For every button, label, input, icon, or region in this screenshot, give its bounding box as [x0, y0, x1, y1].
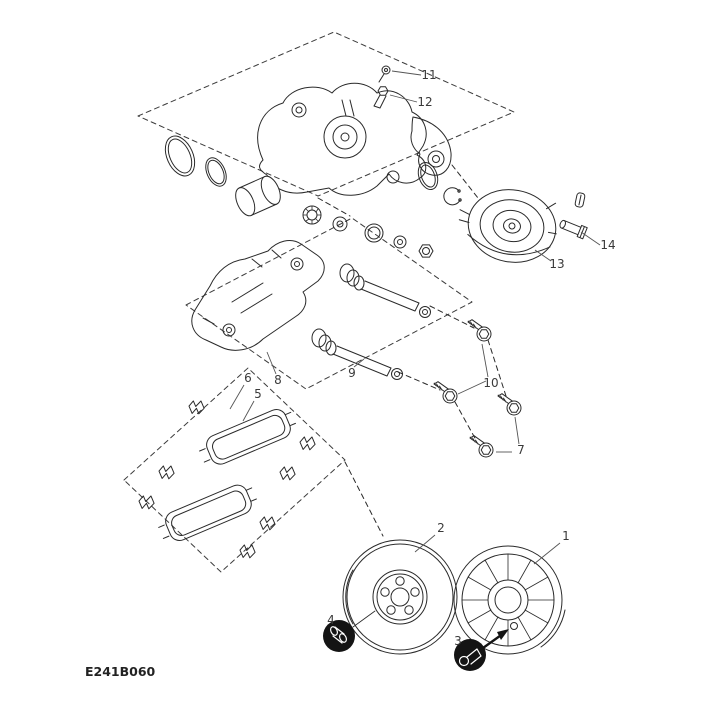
brake-pad-set-lower: [158, 484, 257, 541]
callout-leader-14: [580, 231, 601, 246]
piston-seal-ring-large: [164, 135, 196, 177]
callout-number-14: 14: [600, 238, 615, 252]
carrier-bracket: [191, 240, 325, 351]
snap-ring: [443, 187, 462, 206]
callout-number-7: 7: [517, 443, 525, 457]
callout-leader-6: [229, 384, 245, 410]
callout-number-6: 6: [244, 371, 252, 385]
callout-number-11: 11: [421, 68, 436, 82]
detail-overlays: [323, 620, 509, 671]
pointer-arrow-head: [497, 629, 509, 640]
callout-leader-7: [514, 416, 520, 445]
callout-number-5: 5: [254, 387, 262, 401]
callout-number-9: 9: [348, 366, 356, 380]
detail-bubble-3: [454, 629, 509, 671]
kit-box-pads: [123, 367, 346, 573]
callout-leader-11: [391, 70, 422, 76]
shield-bolt-glyph: [458, 648, 482, 667]
callout-number-8: 8: [274, 373, 282, 387]
guide-pin-lower: [311, 328, 403, 380]
callout-leader-10: [457, 380, 487, 395]
callout-leader-2: [414, 534, 436, 553]
mounting-bolts-upper: [433, 319, 492, 404]
brake-caliper: [257, 82, 452, 196]
pin-clip: [574, 192, 586, 208]
piston-hardware-washers: [302, 205, 434, 258]
dashed-connector-lines: [317, 164, 507, 537]
callout-leader-5: [242, 400, 255, 422]
callout-leader-13: [534, 249, 552, 262]
kit-box-carrier: [185, 217, 473, 390]
brake-pad-set-upper: [199, 409, 296, 465]
bleeder-cap: [378, 65, 391, 83]
diagram-line-art: [123, 31, 588, 655]
hub-grease-cap-glyph: [330, 626, 347, 644]
retaining-pin: [559, 192, 588, 240]
kit-box-caliper: [137, 31, 515, 197]
caliper-piston: [235, 175, 281, 217]
piston-seal-ring-small: [205, 157, 227, 187]
callout-leader-9: [353, 358, 365, 368]
callout-number-1: 1: [562, 529, 570, 543]
bleeder-screw: [373, 86, 389, 109]
caliper-o-ring: [417, 161, 439, 191]
brake-rotor: [342, 539, 458, 655]
guide-pin-upper: [339, 263, 431, 318]
mounting-bolts-lower: [469, 393, 522, 458]
callout-number-4: 4: [327, 613, 335, 627]
callout-number-13: 13: [549, 257, 564, 271]
callout-number-2: 2: [437, 521, 445, 535]
callout-number-10: 10: [483, 376, 498, 390]
diagram-code: E241B060: [85, 664, 156, 679]
dust-shield-cap: [458, 189, 557, 263]
callout-number-3: 3: [454, 634, 462, 648]
splash-shield: [453, 545, 566, 655]
callout-leader-8: [266, 351, 277, 375]
callout-leader-1: [533, 542, 561, 565]
callout-leader-12: [389, 94, 418, 103]
detail-bubble-4: [323, 620, 355, 652]
callout-number-12: 12: [417, 95, 432, 109]
callout-leader-10: [481, 343, 489, 378]
pad-retainer-clips: [137, 397, 317, 561]
